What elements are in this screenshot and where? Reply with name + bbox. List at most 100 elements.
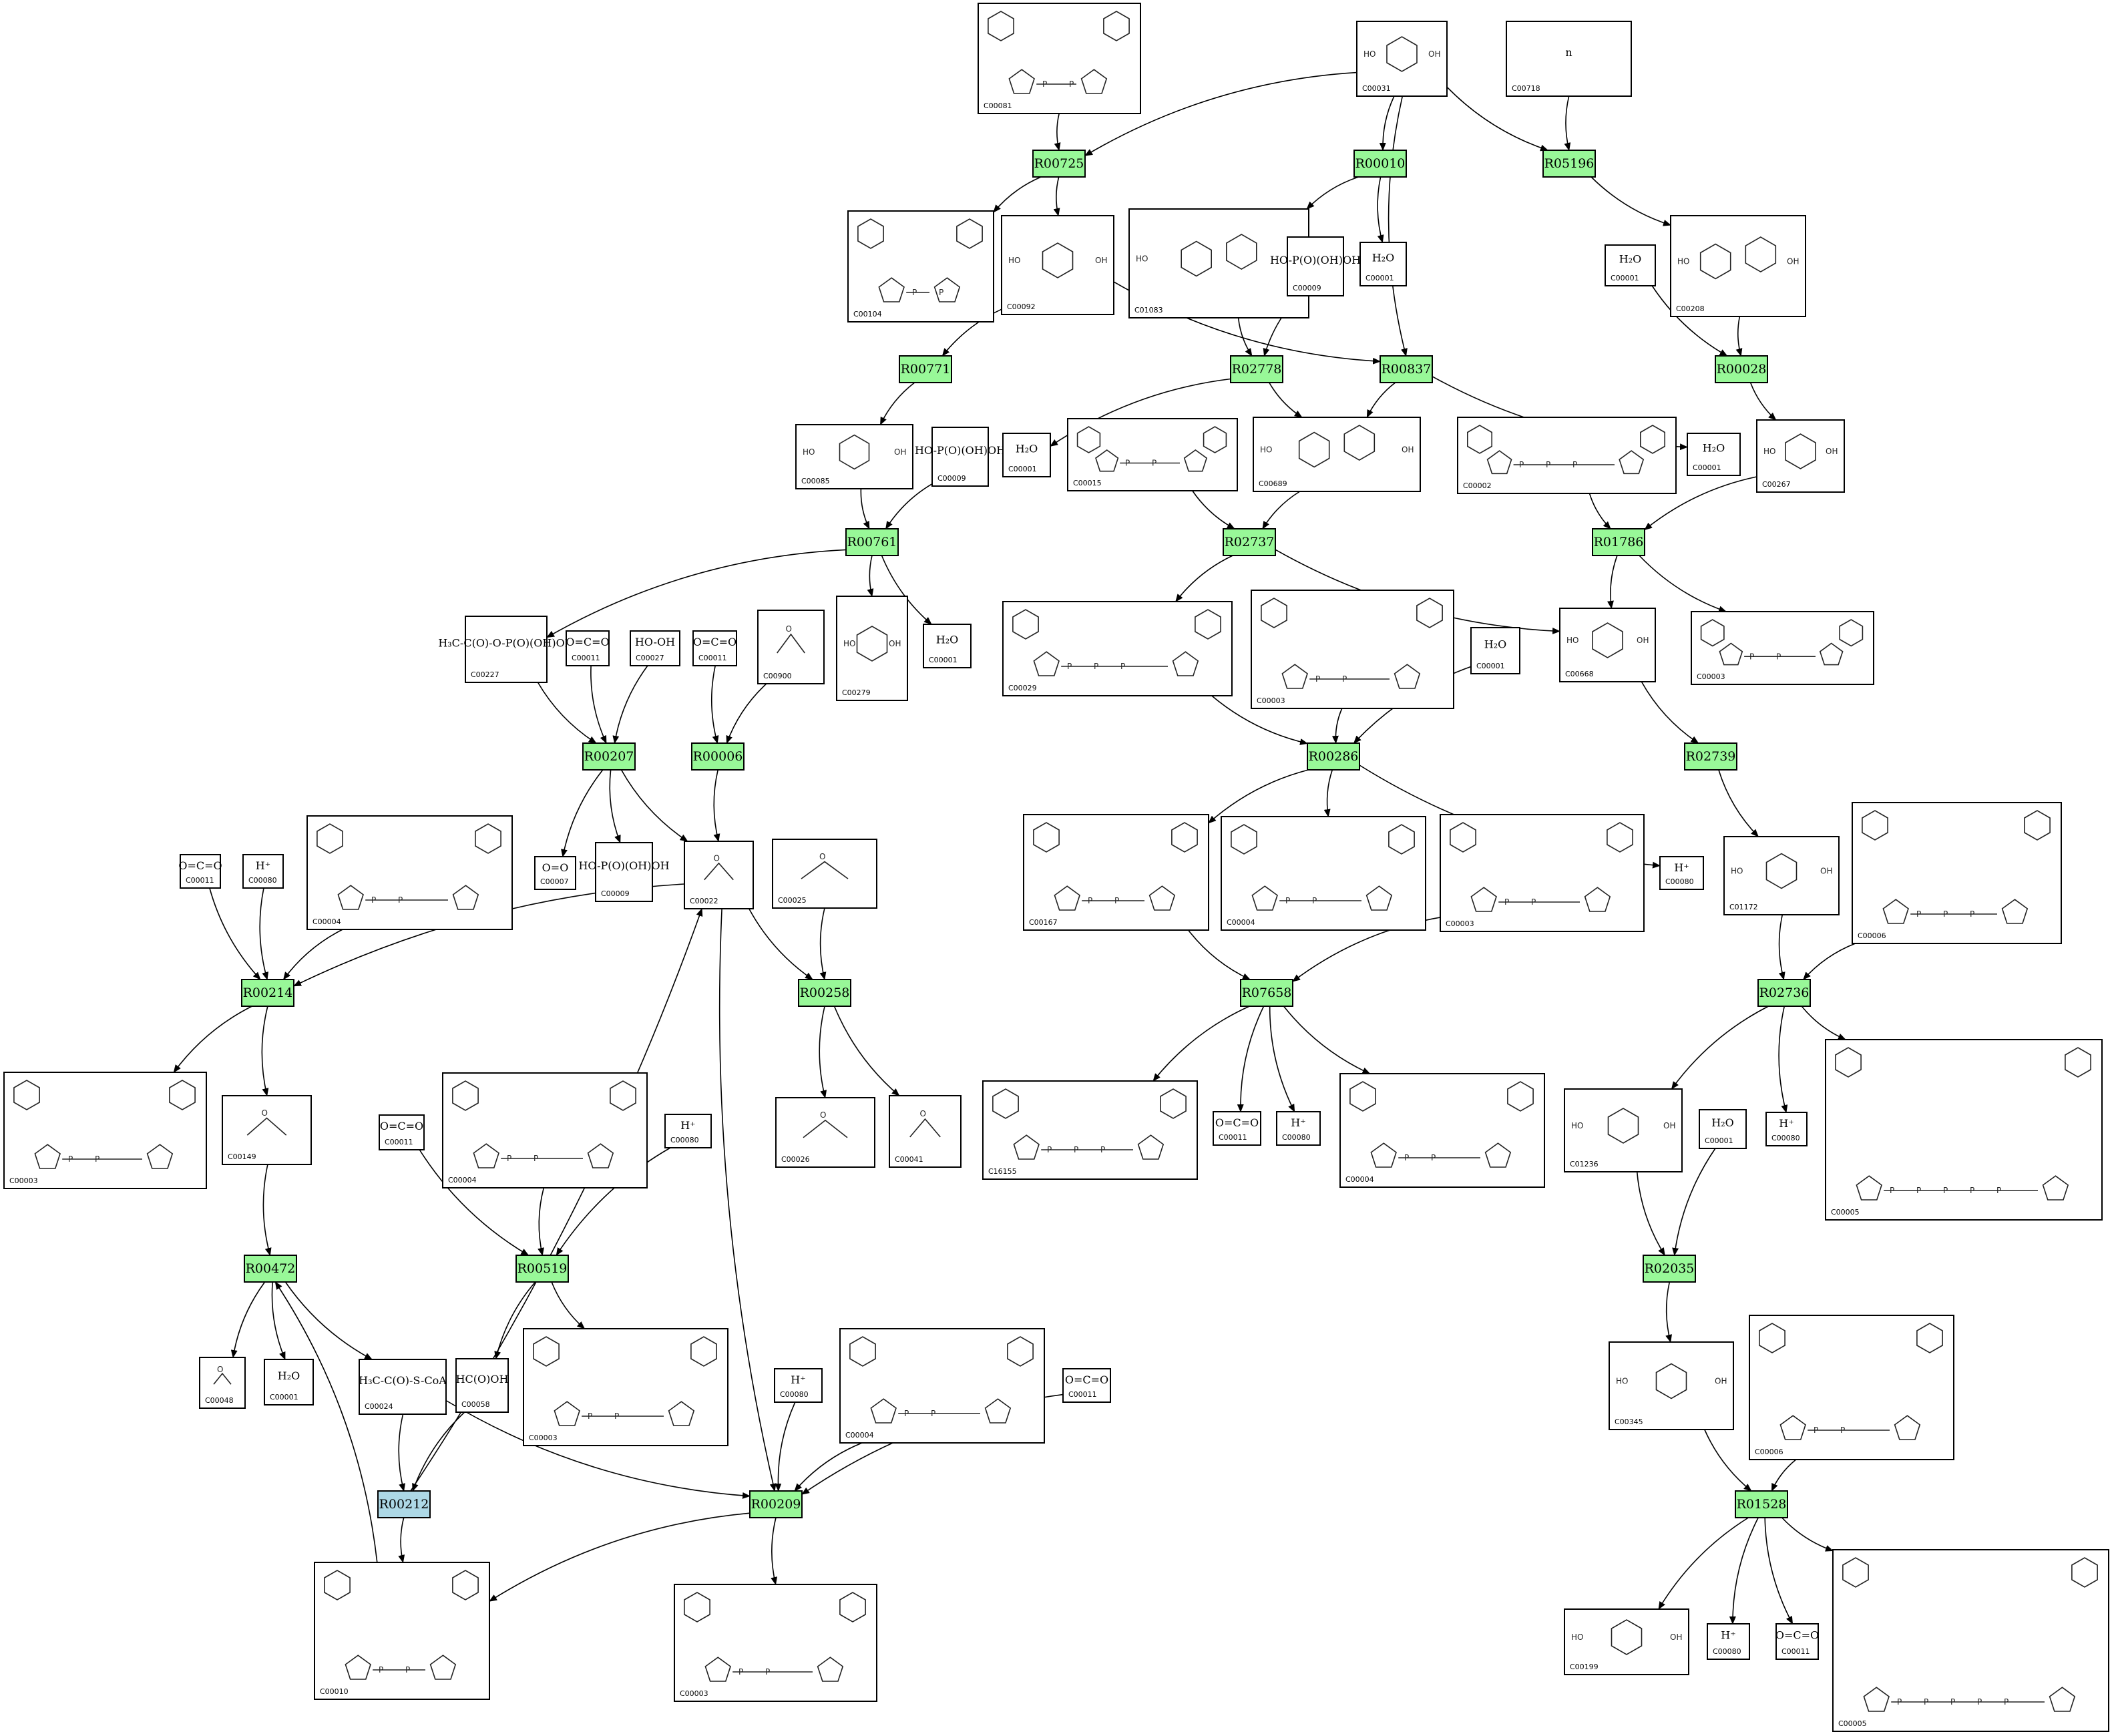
reaction-box [1592,528,1645,556]
reaction-R02739[interactable]: R02739 [1684,742,1737,771]
compound-C00080[interactable]: H⁺C00080 [774,1368,823,1403]
reaction-R00258[interactable]: R00258 [798,979,851,1007]
compound-C00080[interactable]: H⁺C00080 [242,854,284,889]
reaction-R00837[interactable]: R00837 [1380,355,1433,383]
svg-text:P: P [1114,896,1119,905]
compound-C00080[interactable]: H⁺C00080 [664,1114,712,1148]
reaction-R00286[interactable]: R00286 [1307,742,1360,771]
reaction-R00010[interactable]: R00010 [1353,150,1407,178]
reaction-R00028[interactable]: R00028 [1715,355,1768,383]
reaction-R07658[interactable]: R07658 [1240,979,1293,1007]
reaction-R01528[interactable]: R01528 [1735,1490,1788,1518]
reaction-R01786[interactable]: R01786 [1592,528,1645,556]
reaction-R00771[interactable]: R00771 [899,355,952,383]
reaction-R00212[interactable]: R00212 [377,1490,431,1518]
reaction-R05196[interactable]: R05196 [1542,150,1596,178]
reaction-R00519[interactable]: R00519 [515,1255,569,1283]
reaction-R00006[interactable]: R00006 [691,742,745,771]
compound-C00080[interactable]: H⁺C00080 [1659,856,1704,890]
svg-text:P: P [1069,79,1074,89]
reaction-R00472[interactable]: R00472 [244,1255,297,1283]
compound-C00080[interactable]: H⁺C00080 [1707,1623,1750,1660]
reaction-R00207[interactable]: R00207 [582,742,636,771]
reaction-R00209[interactable]: R00209 [749,1490,803,1518]
reaction-R00761[interactable]: R00761 [845,528,899,556]
compound-C00080[interactable]: H⁺C00080 [1276,1111,1321,1146]
reaction-R02736[interactable]: R02736 [1757,979,1811,1007]
compound-C00080[interactable]: H⁺C00080 [1765,1112,1808,1146]
reaction-R00725[interactable]: R00725 [1032,150,1086,178]
reaction-R02737[interactable]: R02737 [1223,528,1276,556]
reaction-R02035[interactable]: R02035 [1643,1255,1696,1283]
reaction-R02778[interactable]: R02778 [1230,355,1283,383]
reaction-R00214[interactable]: R00214 [241,979,294,1007]
